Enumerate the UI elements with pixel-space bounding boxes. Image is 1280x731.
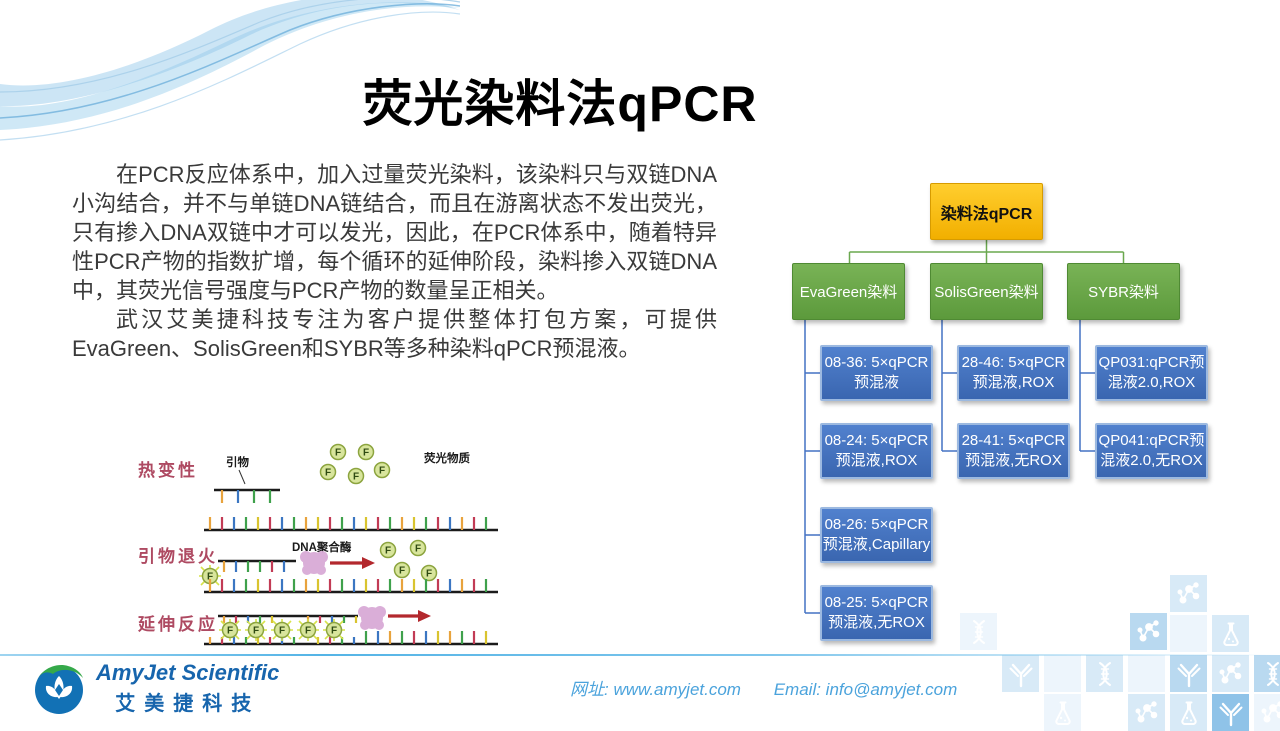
email-link[interactable]: Email: info@amyjet.com — [773, 680, 958, 699]
fluorophore-f-icon: F — [353, 472, 359, 483]
step-denaturation-label: 热变性 — [138, 460, 198, 480]
branch-label: SYBR染料 — [1088, 284, 1159, 301]
fluorophore-f-icon: F — [227, 626, 233, 637]
dna-icon — [1254, 655, 1280, 692]
blank-tile — [1044, 655, 1081, 692]
product-node-08-36: 08-36: 5×qPCR 预混液 — [820, 345, 933, 401]
molecule-icon — [1212, 655, 1249, 692]
fluorophore-f-icon: F — [399, 566, 405, 577]
pcr-steps-illustration: 热变性 引物 F F F F F 荧光物质 引物退火 DNA聚合酶 F — [137, 443, 498, 646]
fluorophore-f-icon: F — [305, 626, 311, 637]
fluorophore-label: 荧光物质 — [424, 451, 470, 465]
molecule-icon — [1170, 575, 1207, 612]
body-text: 在PCR反应体系中，加入过量荧光染料，该染料只与双链DNA小沟结合，并不与单链D… — [72, 160, 717, 363]
branch-label: EvaGreen染料 — [799, 284, 898, 301]
branch-label: SolisGreen染料 — [934, 284, 1039, 301]
molecule-icon — [1128, 694, 1165, 731]
antibody-icon — [1212, 694, 1249, 731]
fluorophore-f-icon: F — [385, 546, 391, 557]
polymerase-label: DNA聚合酶 — [292, 540, 352, 554]
product-node-qp041: QP041:qPCR预 混液2.0,无ROX — [1095, 423, 1208, 479]
step-extension-label: 延伸反应 — [137, 614, 218, 634]
amyjet-logo-icon — [35, 665, 83, 714]
antibody-icon — [1170, 655, 1207, 692]
product-node-08-24: 08-24: 5×qPCR 预混液,ROX — [820, 423, 933, 479]
fluorophore-f-icon: F — [379, 466, 385, 477]
polymerase-icon — [358, 606, 386, 630]
branch-solisgreen-node: SolisGreen染料 — [930, 263, 1043, 320]
fluorophore-f-icon: F — [325, 468, 331, 479]
step-annealing-label: 引物退火 — [138, 546, 218, 566]
diagram-root-label: 染料法qPCR — [940, 205, 1033, 223]
product-node-08-25: 08-25: 5×qPCR 预混液,无ROX — [820, 585, 933, 641]
paragraph-company-offer: 武汉艾美捷科技专注为客户提供整体打包方案，可提供EvaGreen、SolisGr… — [72, 307, 717, 361]
fluorophore-f-icon: F — [279, 626, 285, 637]
molecule-icon — [1254, 694, 1280, 731]
footer-divider — [0, 654, 1280, 656]
fluorophore-f-icon: F — [253, 626, 259, 637]
polymerase-icon — [300, 551, 328, 575]
fluorophore-f-icon: F — [335, 448, 341, 459]
primer-label: 引物 — [226, 455, 249, 469]
dye-qpcr-diagram: 染料法qPCR EvaGreen染料 SolisGreen染料 SYBR染料 0… — [780, 180, 1216, 646]
flask-icon — [1212, 615, 1249, 652]
fluorophore-f-icon: F — [426, 569, 432, 580]
diagram-root-node: 染料法qPCR — [930, 183, 1043, 240]
branch-evagreen-node: EvaGreen染料 — [792, 263, 905, 320]
fluorophore-f-icon: F — [207, 572, 213, 583]
product-node-28-46: 28-46: 5×qPCR 预混液,ROX — [957, 345, 1070, 401]
page-title: 荧光染料法qPCR — [362, 75, 758, 132]
fluorophore-f-icon: F — [415, 544, 421, 555]
molecule-icon — [1130, 613, 1167, 650]
brand-name-cn: 艾美捷科技 — [115, 693, 261, 715]
paragraph-pcr-principle: 在PCR反应体系中，加入过量荧光染料，该染料只与双链DNA小沟结合，并不与单链D… — [72, 162, 717, 303]
dna-icon — [1086, 655, 1123, 692]
contact-info: 网址: www.amyjet.com Email: info@amyjet.co… — [570, 675, 990, 700]
website-link[interactable]: 网址: www.amyjet.com — [570, 680, 741, 699]
wave-decoration — [0, 0, 460, 141]
diagram-connectors — [804, 240, 1125, 614]
fluorophore-f-icon: F — [331, 626, 337, 637]
company-logo: AmyJet Scientific 艾美捷科技 — [30, 659, 279, 717]
antibody-icon — [1002, 655, 1039, 692]
blank-tile — [1128, 655, 1165, 692]
product-node-28-41: 28-41: 5×qPCR 预混液,无ROX — [957, 423, 1070, 479]
extension-arrow-icon — [418, 610, 431, 622]
fluorophore-f-icon: F — [363, 448, 369, 459]
flask-icon — [1044, 694, 1081, 731]
blank-tile — [1170, 615, 1207, 652]
flask-icon — [1170, 694, 1207, 731]
branch-sybr-node: SYBR染料 — [1067, 263, 1180, 320]
extension-arrow-icon — [362, 557, 375, 569]
product-node-qp031: QP031:qPCR预 混液2.0,ROX — [1095, 345, 1208, 401]
dna-icon — [960, 613, 997, 650]
brand-name-en: AmyJet Scientific — [96, 660, 280, 685]
product-node-08-26: 08-26: 5×qPCR 预混液,Capillary — [820, 507, 933, 563]
